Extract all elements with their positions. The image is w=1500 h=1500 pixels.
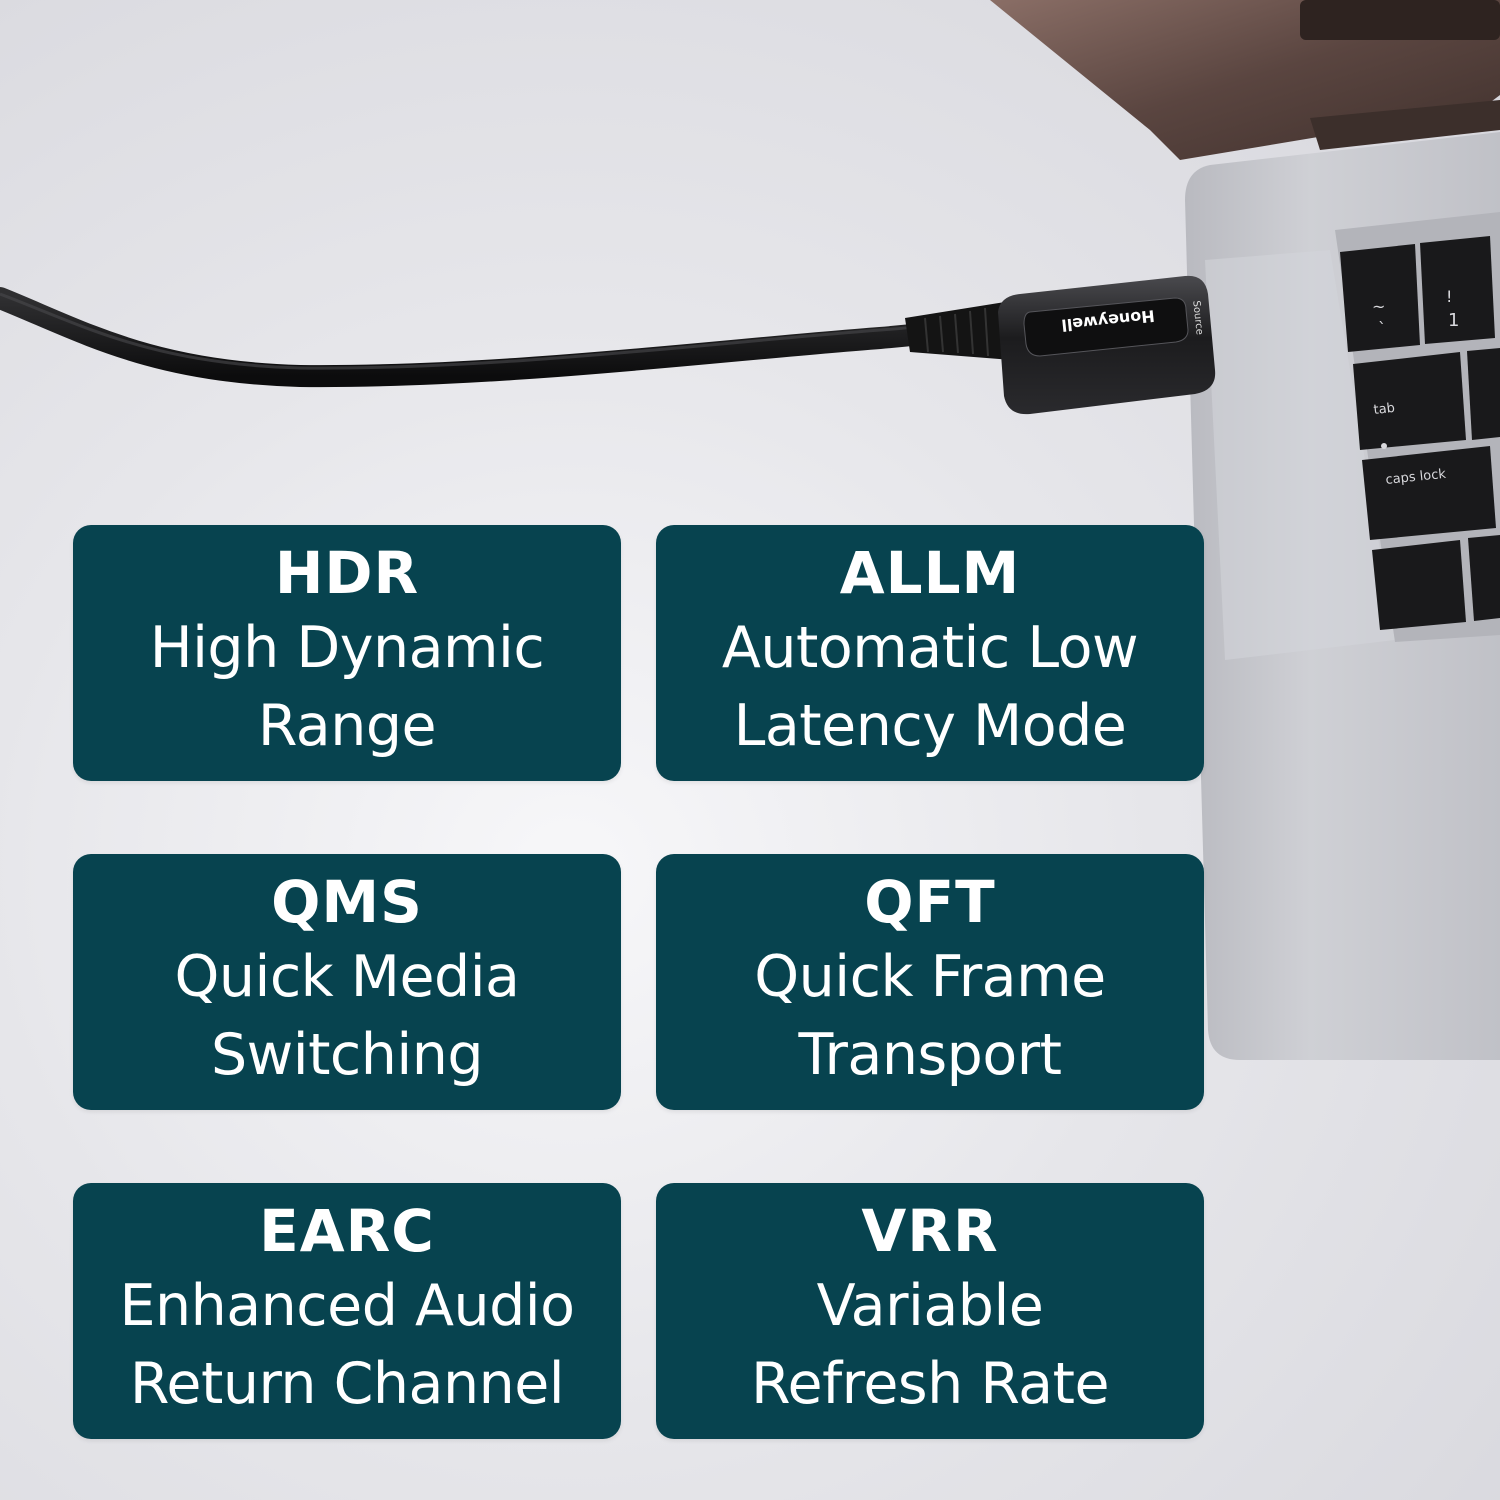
feature-abbr: HDR: [274, 539, 420, 607]
feature-description-line-2: Latency Mode: [733, 693, 1127, 759]
feature-description: High Dynamic Range: [73, 609, 621, 765]
feature-card-vrr: VRR Variable Refresh Rate: [656, 1183, 1204, 1439]
feature-card-hdr: HDR High Dynamic Range: [73, 525, 621, 781]
feature-description: Quick Frame Transport: [656, 938, 1204, 1094]
feature-abbr: ALLM: [839, 539, 1021, 607]
feature-description-line-1: Automatic Low: [721, 615, 1139, 681]
laptop-body: ~ ` ! 1 tab caps lock: [1185, 132, 1500, 1060]
feature-description-line-2: Refresh Rate: [750, 1351, 1110, 1417]
feature-description-line-2: Switching: [210, 1022, 484, 1088]
hdmi-cable: [0, 287, 1021, 388]
feature-description: Enhanced Audio Return Channel: [73, 1267, 621, 1423]
feature-description-line-1: Variable: [816, 1273, 1044, 1339]
feature-description: Quick Media Switching: [73, 938, 621, 1094]
feature-card-qms: QMS Quick Media Switching: [73, 854, 621, 1110]
feature-description-line-1: Enhanced Audio: [119, 1273, 575, 1339]
key-legends: ~ ` ! 1 tab caps lock: [1372, 287, 1459, 488]
feature-card-earc: EARC Enhanced Audio Return Channel: [73, 1183, 621, 1439]
feature-abbr: QMS: [271, 868, 423, 936]
svg-text:`: `: [1378, 319, 1386, 338]
feature-description-line-2: Return Channel: [129, 1351, 565, 1417]
feature-abbr: QFT: [864, 868, 996, 936]
connector-side-label: Source: [1190, 300, 1205, 335]
svg-text:tab: tab: [1373, 401, 1396, 418]
svg-text:caps lock: caps lock: [1385, 467, 1447, 488]
keyboard: [1340, 236, 1500, 630]
feature-description-line-1: Quick Media: [174, 944, 521, 1010]
feature-description: Automatic Low Latency Mode: [656, 609, 1204, 765]
feature-abbr: EARC: [259, 1197, 435, 1265]
feature-abbr: VRR: [861, 1197, 999, 1265]
svg-text:~: ~: [1372, 297, 1385, 316]
feature-description: Variable Refresh Rate: [656, 1267, 1204, 1423]
feature-card-qft: QFT Quick Frame Transport: [656, 854, 1204, 1110]
feature-card-allm: ALLM Automatic Low Latency Mode: [656, 525, 1204, 781]
feature-description-line-1: High Dynamic: [149, 615, 545, 681]
svg-text:1: 1: [1448, 310, 1459, 331]
hdmi-connector: Honeywell Source: [998, 275, 1216, 415]
feature-description-line-2: Transport: [798, 1022, 1062, 1088]
laptop-lid: [990, 0, 1500, 160]
feature-description-line-1: Quick Frame: [754, 944, 1106, 1010]
feature-description-line-2: Range: [257, 693, 437, 759]
svg-text:!: !: [1446, 287, 1452, 306]
